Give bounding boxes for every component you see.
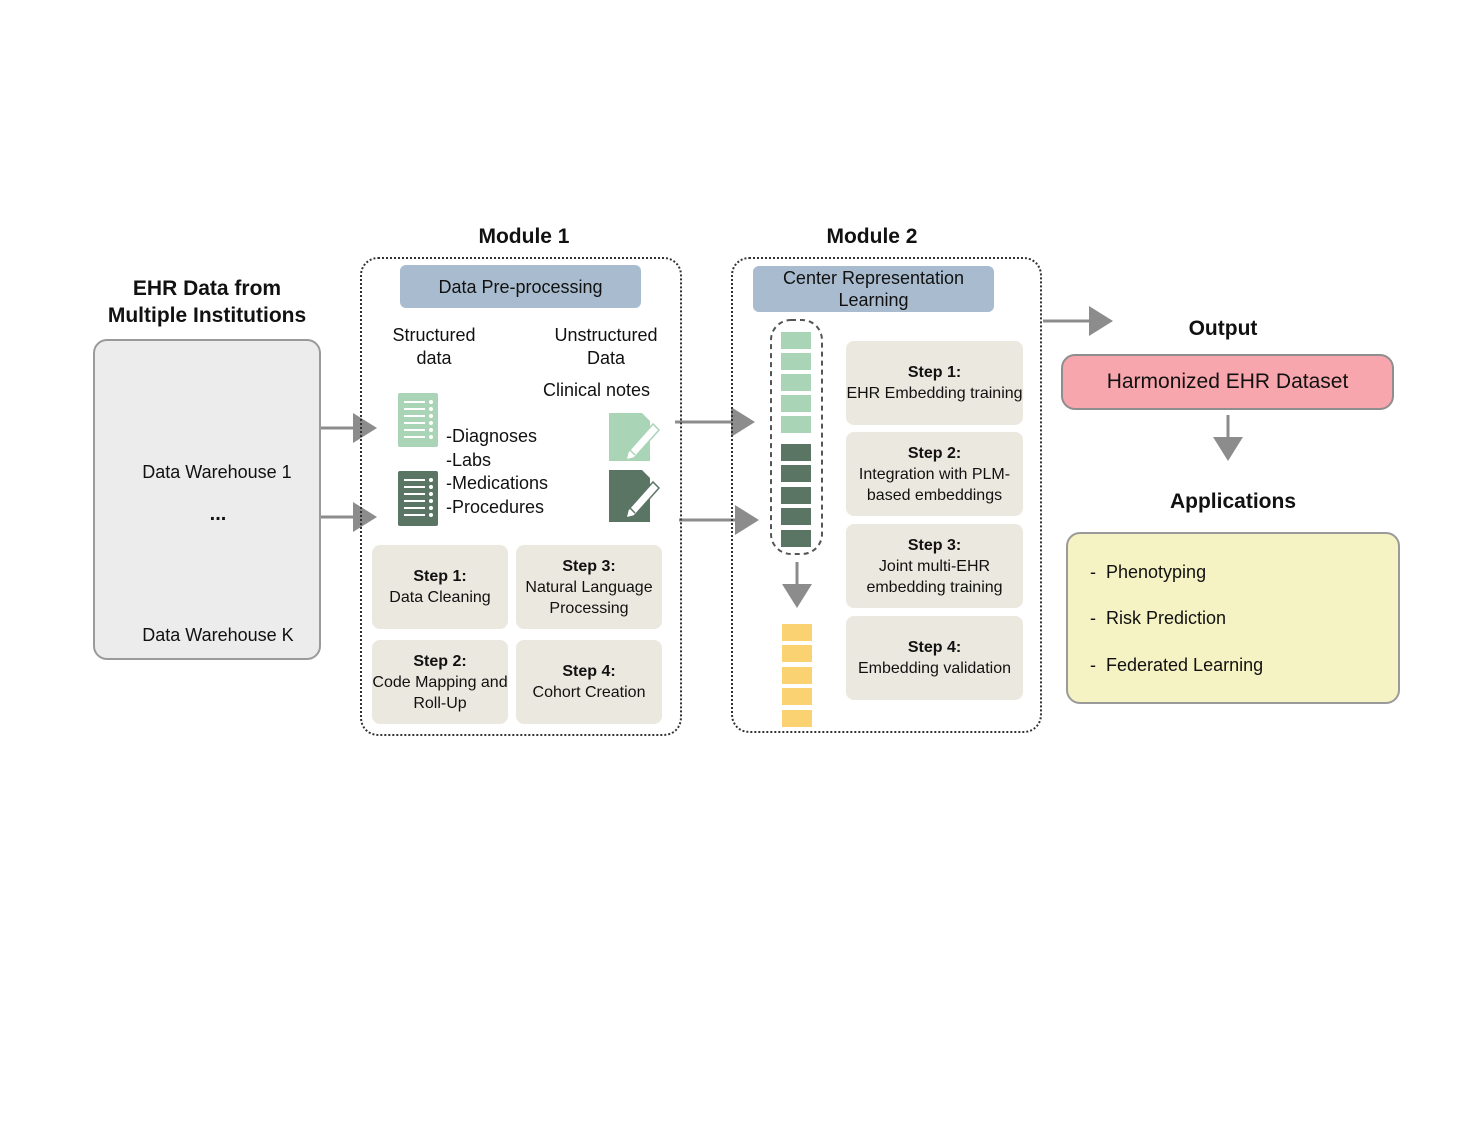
embedding-cells-light [781, 332, 811, 433]
module-1-step-2: Step 2: Code Mapping and Roll-Up [372, 640, 508, 724]
embedding-column-outline [770, 319, 823, 555]
ellipsis: ... [209, 503, 227, 525]
module-2-step-3: Step 3: Joint multi-EHR embedding traini… [846, 524, 1023, 608]
application-item: - Phenotyping [1090, 562, 1207, 582]
step-number: Step 3: [907, 536, 962, 554]
step-number: Step 4: [562, 663, 616, 680]
step-number: Step 1: [907, 364, 962, 381]
list-item: -Procedures [446, 496, 545, 517]
warehouse-k-label: Data Warehouse K [142, 625, 294, 645]
unstructured-data-label: Unstructured Data [554, 325, 658, 368]
applications-title: Applications [1169, 490, 1296, 513]
step-text: Joint multi-EHR embedding training [866, 557, 1003, 596]
step-text: Cohort Creation [532, 684, 646, 701]
sources-title: EHR Data from Multiple Institutions [107, 277, 307, 327]
structured-data-label: Structured data [392, 325, 476, 368]
sources-panel [93, 339, 321, 660]
module-1-panel [360, 257, 682, 736]
warehouse-1-label: Data Warehouse 1 [142, 462, 292, 482]
module-1-step-1: Step 1: Data Cleaning [372, 545, 508, 629]
embedding-cells-dark [781, 444, 811, 547]
structured-items-list: -Diagnoses -Labs -Medications -Procedure… [446, 425, 548, 519]
note-pencil-icon [609, 470, 661, 522]
embedding-cells-yellow [782, 624, 812, 727]
application-item: - Federated Learning [1090, 655, 1264, 675]
step-number: Step 3: [562, 557, 616, 575]
list-item: -Diagnoses [446, 426, 538, 446]
step-text: Code Mapping and Roll-Up [372, 673, 508, 712]
output-title: Output [1188, 317, 1258, 340]
list-item: -Medications [446, 473, 549, 494]
step-text: EHR Embedding training [846, 385, 1023, 402]
module-2-step-4: Step 4: Embedding validation [846, 616, 1023, 700]
note-pencil-icon [609, 413, 661, 462]
harmonized-dataset-box: Harmonized EHR Dataset [1061, 354, 1394, 410]
module-2-step-1: Step 1: EHR Embedding training [846, 341, 1023, 425]
applications-panel [1066, 532, 1400, 704]
module-2-panel [731, 257, 1042, 733]
module-2-step-2: Step 2: Integration with PLM-based embed… [846, 432, 1023, 516]
module-2-header: Center Representation Learning [753, 266, 994, 312]
step-number: Step 2: [413, 652, 467, 670]
module-1-title: Module 1 [478, 225, 570, 248]
document-list-icon [398, 393, 438, 447]
module-1-step-4: Step 4: Cohort Creation [516, 640, 662, 724]
module-1-header: Data Pre-processing [400, 265, 641, 308]
module-1-step-3: Step 3: Natural Language Processing [516, 545, 662, 629]
list-item: -Labs [446, 449, 492, 470]
document-list-icon [398, 471, 438, 526]
step-text: Embedding validation [858, 660, 1011, 677]
clinical-notes-label: Clinical notes [543, 380, 651, 400]
step-number: Step 2: [907, 444, 962, 462]
step-number: Step 4: [907, 639, 962, 656]
step-number: Step 1: [413, 568, 467, 585]
step-text: Integration with PLM-based embeddings [858, 465, 1011, 504]
step-text: Data Cleaning [389, 589, 491, 606]
application-item: - Risk Prediction [1090, 608, 1227, 628]
module-2-title: Module 2 [826, 225, 918, 248]
step-text: Natural Language Processing [525, 578, 653, 617]
